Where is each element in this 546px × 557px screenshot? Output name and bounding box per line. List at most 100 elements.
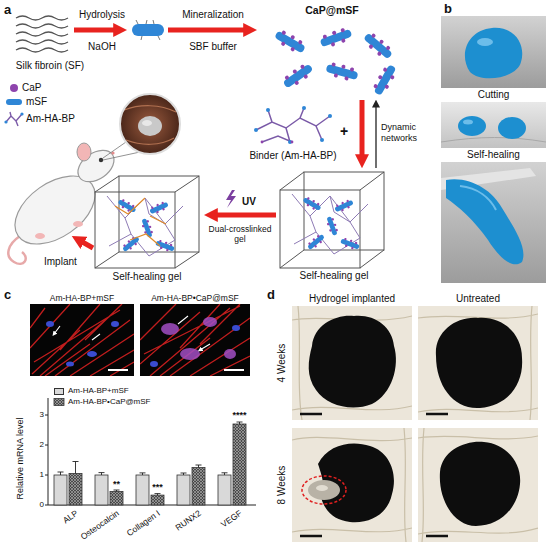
bar-chart <box>54 475 67 505</box>
defect-radiograph <box>418 428 538 542</box>
eye-implant-photo <box>120 94 180 154</box>
figure-label: 4 Weeks <box>276 333 288 393</box>
figure-label: d <box>267 287 275 303</box>
cap-msf-rods <box>273 25 399 97</box>
defect-radiograph <box>418 306 538 420</box>
defect-radiograph <box>309 316 396 408</box>
cap-msf-rods <box>281 61 316 91</box>
figure-label: NaOH <box>72 41 132 53</box>
hydrogel-photo <box>441 16 546 283</box>
silk-fibroin-strands <box>16 16 68 52</box>
binder-network <box>254 128 258 132</box>
hydrogel-photo <box>446 179 523 264</box>
binder-network <box>266 108 270 112</box>
silk-fibroin-strands <box>16 24 68 28</box>
crosslinked-gel-cube <box>95 176 199 268</box>
defect-radiograph <box>292 428 412 542</box>
figure-label: Mineralization <box>166 9 260 21</box>
figure-node: Self-healing gel <box>278 170 390 282</box>
figure-label: *** <box>146 483 170 492</box>
binder-network <box>320 138 324 142</box>
legend-text: Am-HA-BP <box>26 112 75 126</box>
micrograph <box>180 348 200 360</box>
connector-arrow <box>215 213 276 218</box>
legend-sample-space <box>6 117 22 121</box>
legend-binder-sample <box>4 112 23 126</box>
binder-network <box>291 141 294 144</box>
defect-radiograph <box>418 306 538 420</box>
legend-swatch <box>54 388 64 395</box>
defect-radiograph <box>418 428 538 542</box>
figure-node: Self-healing gel <box>92 176 202 283</box>
micrograph <box>140 304 250 376</box>
legend-text: mSF <box>26 96 47 108</box>
bar-chart <box>58 422 243 495</box>
gel-cube <box>304 172 384 250</box>
hydrogel-photo <box>477 38 493 46</box>
node-label: Binder (Am-HA-BP) <box>249 150 336 162</box>
defect-radiograph <box>292 428 412 542</box>
defect-radiograph <box>292 428 412 542</box>
mouse-illustration <box>35 233 45 239</box>
figure-label: c <box>4 287 11 303</box>
hydrogel-photo <box>441 162 546 283</box>
bar-chart <box>48 398 256 505</box>
node-label: Self-healing gel <box>300 270 369 282</box>
process-arrow <box>82 242 94 249</box>
figure-label: Hydrogel implanted <box>292 293 412 305</box>
micrograph <box>87 351 97 357</box>
legend-binder-sample <box>6 112 22 126</box>
figure-label: Hydrolysis <box>72 9 132 21</box>
legend-binder-sample <box>20 112 23 115</box>
cap-msf-rods <box>318 25 353 50</box>
legend-text: Am-HA-BP•CaP@mSF <box>68 397 150 407</box>
bar-chart <box>95 475 108 505</box>
legend-item: mSF <box>6 96 47 108</box>
cap-msf-rods <box>273 28 308 57</box>
figure-label: Untreated <box>418 293 538 305</box>
figure-label: 0 <box>28 500 44 510</box>
legend-swatch <box>6 99 22 105</box>
legend-swatch <box>10 84 18 92</box>
bar-chart <box>45 398 256 505</box>
legend-item: Am-HA-BP+mSF <box>54 386 129 396</box>
defect-radiograph <box>292 306 412 420</box>
figure-label: SBF buffer <box>166 41 260 53</box>
defect-radiograph <box>302 476 346 504</box>
bar-chart <box>69 474 82 506</box>
node-label: Silk fibroin (SF) <box>16 60 84 72</box>
cap-msf-rods <box>371 62 400 97</box>
mouse-illustration <box>77 143 91 161</box>
hydrogel-photo <box>441 138 546 143</box>
hydrogel-photo <box>441 16 546 88</box>
figure-label: Implant <box>44 256 77 268</box>
bar-chart <box>151 495 164 505</box>
gel-network <box>107 196 183 256</box>
gel-cube <box>280 172 384 268</box>
defect-radiograph <box>436 318 522 408</box>
defect-radiograph <box>418 306 538 420</box>
gel-cube <box>280 172 384 268</box>
process-arrow <box>74 28 116 33</box>
hydrogel-photo <box>460 186 496 210</box>
binder-network <box>254 106 332 144</box>
hydrogel-photo <box>465 28 522 78</box>
connector-arrow <box>360 100 365 157</box>
legend-item: Am-HA-BP•CaP@mSF <box>54 397 150 407</box>
legend-hatch-sample <box>54 399 64 406</box>
bar-chart <box>136 475 149 505</box>
bar-chart <box>45 415 48 505</box>
bar-chart <box>110 492 123 506</box>
figure-label: b <box>444 1 452 17</box>
micrograph <box>150 361 158 367</box>
micrograph <box>54 326 100 340</box>
silk-fibroin-strands <box>16 40 68 44</box>
hydrogel-photo <box>441 102 546 148</box>
figure-label: Cutting <box>441 89 546 101</box>
eye-implant-photo <box>138 116 162 136</box>
micrograph <box>232 325 240 331</box>
micrograph <box>108 369 128 371</box>
